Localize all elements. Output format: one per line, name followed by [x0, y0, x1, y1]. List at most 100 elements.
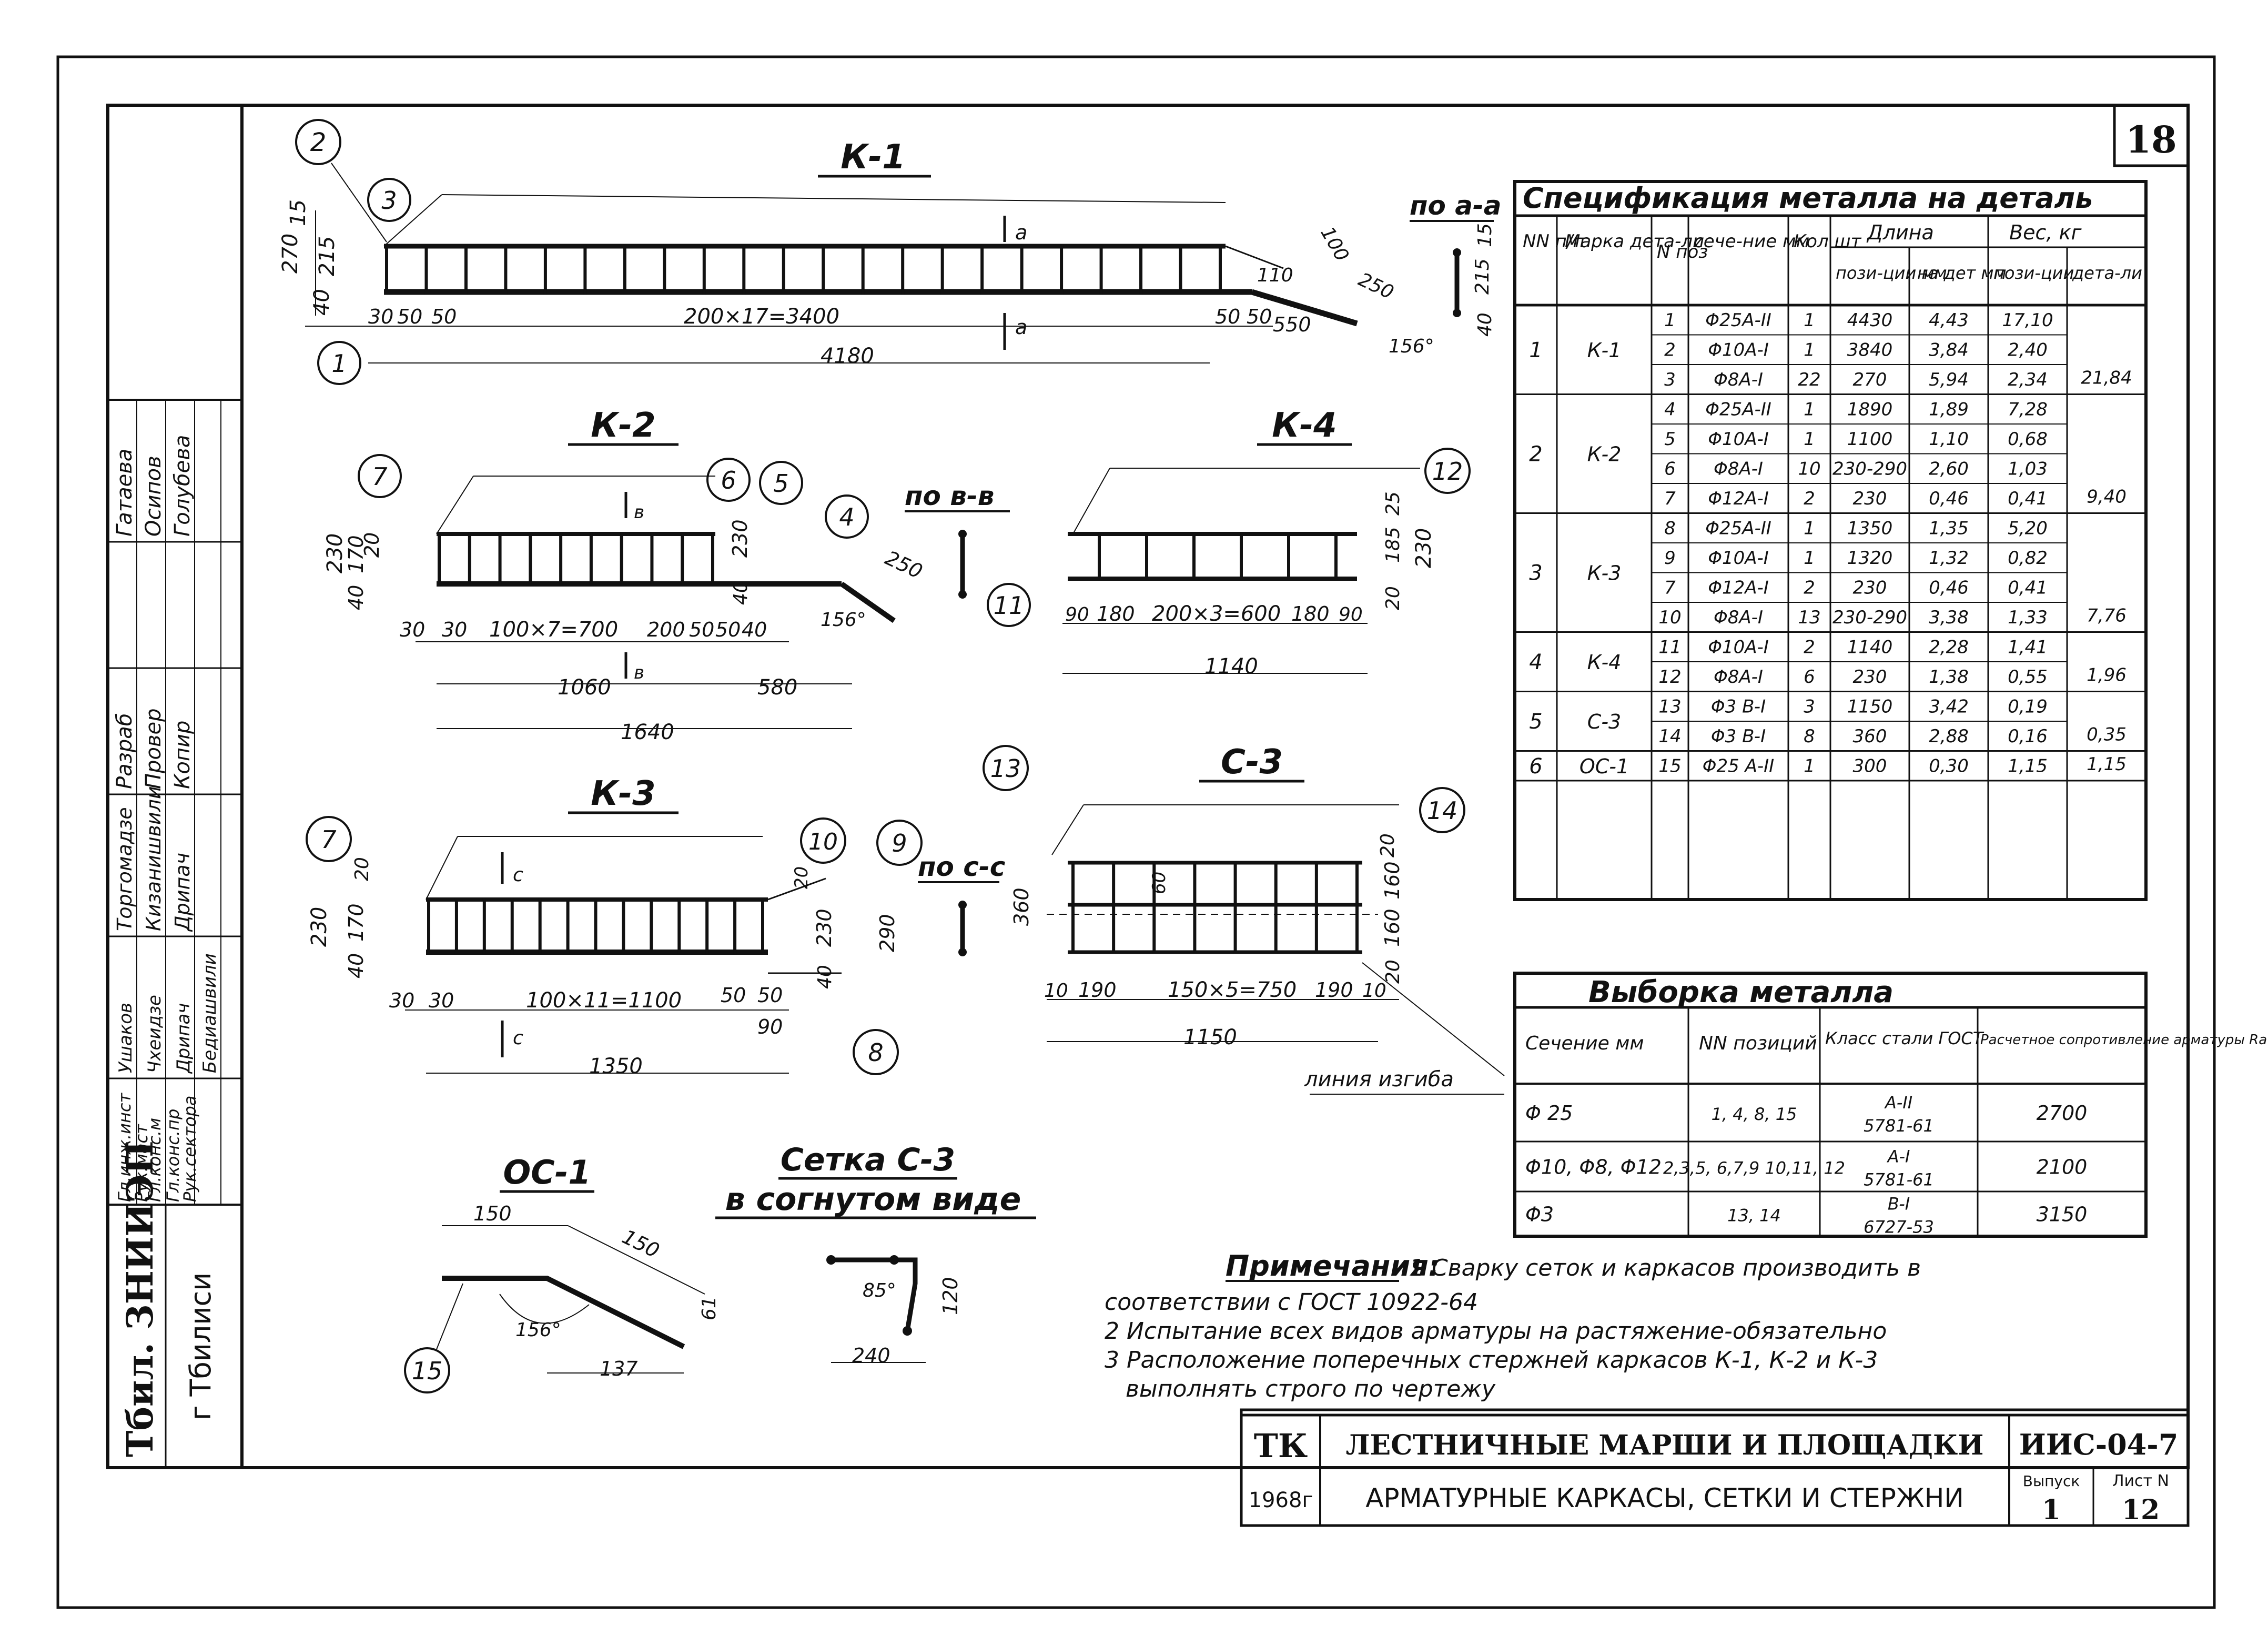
sheet-number-box: [2113, 104, 2190, 167]
k4-dim: 1140: [1204, 654, 1258, 679]
k3-dim: 30: [389, 989, 414, 1012]
k3-dim: 1350: [589, 1054, 643, 1078]
k3-dim: 30: [429, 989, 454, 1012]
selection-cell: 1, 4, 8, 15: [1712, 1104, 1797, 1124]
spec-cell: 0,82: [2008, 548, 2048, 569]
spec-cell: 1,32: [1929, 548, 1969, 569]
spec-cell: 1,33: [2008, 607, 2048, 628]
spec-cell: Φ8A-I: [1714, 369, 1763, 390]
selection-cell: B-I: [1888, 1194, 1910, 1214]
spec-cell: 5: [1664, 429, 1676, 450]
spec-cell: 1: [1804, 756, 1815, 777]
spec-cell: Φ25 A-II: [1703, 756, 1774, 777]
spec-group-mark: ОС-1: [1580, 755, 1629, 778]
spec-cell: 4430: [1847, 310, 1893, 331]
spec-cell: 1: [1804, 518, 1815, 539]
k1-dim: 550: [1273, 313, 1311, 336]
drawing-c3: С-3 20 160 160 20 360 60 10 190 150×5=75…: [983, 743, 1505, 1095]
aa-dim: 40: [1474, 312, 1496, 337]
spec-table: Спецификация металла на деталь NN п/п Ма…: [1513, 180, 2148, 901]
spec-cell: 1: [1804, 340, 1815, 361]
spec-cell: 11: [1658, 637, 1681, 658]
k3-dim: 50: [757, 984, 783, 1007]
c3-bent-title: Сетка С-3: [781, 1142, 955, 1178]
k2-dim: 1060: [558, 675, 611, 700]
spec-cell: Φ10A-I: [1708, 340, 1769, 361]
callout: 1: [331, 349, 347, 378]
spec-cell: 3,42: [1929, 696, 1969, 718]
k2-dim: 50: [715, 618, 741, 641]
tk-label: ТК: [1254, 1427, 1308, 1465]
k3-dim: 100×11=1100: [526, 988, 682, 1013]
spec-cell: 230: [1853, 488, 1887, 509]
callout: 11: [994, 591, 1025, 620]
k1-dim: 100: [1316, 223, 1353, 265]
spec-cell: 2,88: [1929, 726, 1969, 747]
spec-group-total: 9,40: [2087, 487, 2127, 508]
spec-cell: 1: [1804, 310, 1815, 331]
callout: 15: [412, 1357, 443, 1385]
spec-group-total: 7,76: [2087, 605, 2127, 627]
spec-cell: 1,10: [1929, 429, 1969, 450]
note-line: выполнять строго по чертежу: [1126, 1376, 1496, 1402]
k2-dim: 580: [757, 675, 797, 700]
spec-cell: 7,28: [2008, 399, 2048, 420]
k3-title: К-3: [591, 774, 655, 813]
spec-cell: 5,94: [1929, 369, 1969, 390]
c3-dim: 160: [1381, 908, 1404, 947]
spec-cell: 1100: [1847, 429, 1893, 450]
callout: 7: [372, 462, 387, 491]
spec-cell: 1: [1804, 399, 1815, 420]
drawing-k2: К-2 20 230 170 40 30 30 100×7=700 200 50…: [323, 406, 926, 744]
k4-dim: 180: [1291, 602, 1330, 625]
selection-cell: Φ 25: [1525, 1102, 1573, 1125]
spec-cell: 0,46: [1929, 578, 1969, 599]
c3-bent-dim: 85°: [863, 1280, 896, 1301]
selection-header: Расчетное сопротивление арматуры Ra кг/с…: [1980, 1032, 2268, 1048]
k3-section-mark: с: [513, 864, 523, 886]
k3-dim: 290: [876, 914, 899, 952]
c3-bent-dim: 240: [852, 1344, 890, 1367]
spec-group-nn: 6: [1529, 754, 1542, 779]
stamp-org: Тбил. ЗНИИЭП: [119, 1140, 161, 1457]
spec-header: NN п/п: [1523, 231, 1585, 252]
section-cc-label: по с-с: [918, 852, 1006, 882]
k1-dim: 215: [315, 236, 339, 276]
c3-dim: 1150: [1183, 1025, 1237, 1049]
spec-cell: 0,19: [2008, 696, 2048, 718]
k1-dim: 4180: [821, 344, 874, 368]
k2-dim: 30: [400, 618, 425, 641]
spec-cell: 1890: [1847, 399, 1893, 420]
stamp-role: Разраб: [113, 713, 137, 789]
spec-cell: 15: [1658, 756, 1681, 777]
k1-dim: 30: [368, 305, 393, 328]
spec-cell: 3,84: [1929, 340, 1969, 361]
callout: 12: [1432, 457, 1463, 486]
c3-bent-dim: 120: [939, 1277, 962, 1315]
spec-cell: 0,41: [2008, 488, 2048, 509]
spec-cell: 1,03: [2008, 459, 2048, 480]
oc1-dim: 61: [698, 1296, 720, 1320]
c3-dim: 160: [1381, 861, 1404, 900]
k2-section-mark: в: [634, 662, 644, 683]
spec-group-mark: К-2: [1587, 443, 1622, 466]
spec-cell: 12: [1658, 667, 1681, 688]
sheet-label: Лист N: [2112, 1472, 2169, 1490]
k3-dim: 20: [791, 866, 812, 889]
callout: 10: [808, 829, 838, 855]
k3-dim: 50: [721, 984, 746, 1007]
spec-cell: Φ3 B-I: [1711, 696, 1766, 718]
spec-cell: 2,34: [2008, 369, 2048, 390]
k4-dim: 230: [1412, 528, 1436, 568]
oc1-dim: 150: [619, 1225, 663, 1263]
spec-cell: 2,28: [1929, 637, 1969, 658]
note-line: 1 Сварку сеток и каркасов производить в: [1410, 1255, 1921, 1281]
spec-cell: 1,38: [1929, 667, 1969, 688]
spec-table-title: Спецификация металла на деталь: [1523, 181, 2093, 215]
selection-header: NN позиций: [1699, 1033, 1817, 1054]
spec-cell: 1,15: [2008, 756, 2048, 777]
issue-number: 1: [2042, 1494, 2061, 1526]
spec-cell: 360: [1853, 726, 1887, 747]
selection-header: Класс стали ГОСТ: [1825, 1028, 1984, 1048]
